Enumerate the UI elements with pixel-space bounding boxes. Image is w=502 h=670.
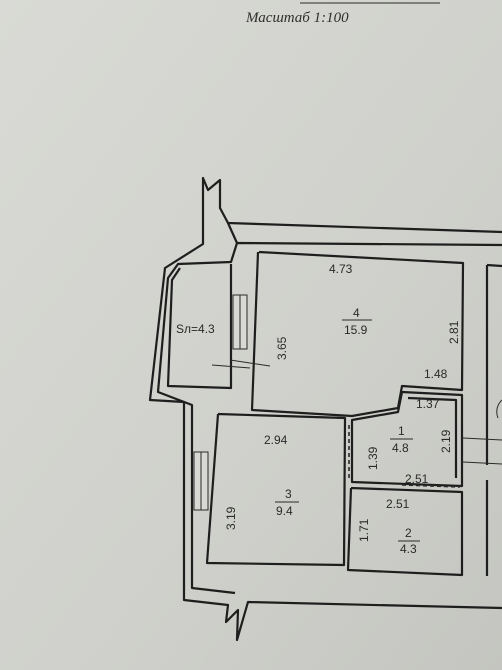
door-leader (229, 359, 271, 367)
dim-room-4-top: 4.73 (329, 262, 353, 276)
dim-room-3-top: 2.94 (264, 433, 288, 447)
room-1-number: 1 (398, 424, 405, 438)
room-1-area: 4.8 (392, 441, 409, 455)
outer-walls (148, 176, 502, 642)
room-2 (346, 486, 464, 577)
room-3-number: 3 (285, 487, 292, 501)
balcony-area-label: Sл=4.3 (176, 322, 215, 336)
dim-room-3-left: 3.19 (224, 506, 238, 530)
dim-room-4-left: 3.65 (275, 336, 289, 360)
room-4-area: 15.9 (344, 323, 368, 337)
dim-room-2-left: 1.71 (357, 518, 371, 542)
room-4-number: 4 (353, 306, 360, 320)
dim-room-1-left: 1.39 (366, 446, 380, 470)
dim-room-1-bottom: 2.51 (405, 472, 429, 486)
room-2-area: 4.3 (400, 542, 417, 556)
door-room-2 (401, 484, 461, 488)
dim-room-2-top: 2.51 (386, 497, 410, 511)
room-3 (205, 412, 347, 567)
scale-title: Масштаб 1:100 (245, 10, 349, 26)
dim-room-4-right: 2.81 (447, 320, 461, 344)
adjacent-wall-right (462, 263, 502, 576)
room-3-area: 9.4 (276, 504, 293, 518)
dim-room-1-top-outer: 1.48 (424, 367, 448, 381)
balcony-outline (166, 264, 233, 390)
room-2-number: 2 (405, 526, 412, 540)
dim-room-1-right: 2.19 (439, 429, 453, 453)
dim-room-1-top-inner: 1.37 (416, 397, 440, 411)
room-1 (350, 390, 464, 488)
